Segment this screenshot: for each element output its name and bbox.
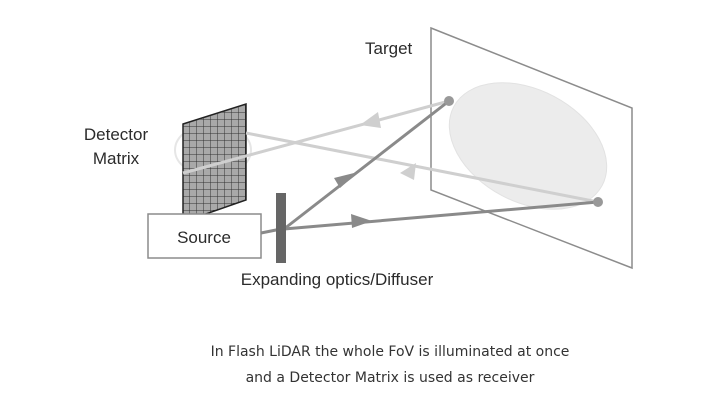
- outgoing-ray-upper: [283, 99, 450, 231]
- return-arrow-upper: [360, 112, 381, 128]
- source-box: [147, 213, 262, 259]
- reflection-point-upper: [444, 96, 454, 106]
- caption-line2: and a Detector Matrix is used as receive…: [246, 370, 535, 386]
- optics-label: Expanding optics/Diffuser: [241, 270, 434, 289]
- diffuser-bar: [276, 193, 286, 263]
- outgoing-arrow-upper: [334, 172, 358, 188]
- return-ray-lower: [245, 131, 599, 204]
- outgoing-arrow-lower: [351, 214, 372, 228]
- target-label: Target: [365, 39, 413, 58]
- outgoing-ray-lower: [283, 200, 599, 231]
- source-label: Source: [177, 228, 231, 247]
- return-ray-upper: [182, 99, 450, 175]
- reflection-point-lower: [593, 197, 603, 207]
- illuminated-spot: [448, 82, 608, 210]
- detector-label-line2: Matrix: [93, 149, 140, 168]
- caption-line1: In Flash LiDAR the whole FoV is illumina…: [211, 344, 570, 360]
- detector-label-line1: Detector: [84, 125, 149, 144]
- return-arrow-lower: [400, 163, 416, 180]
